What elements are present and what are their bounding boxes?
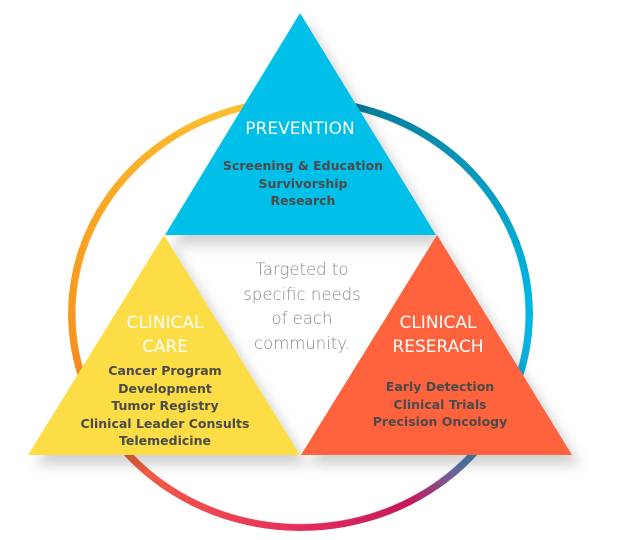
list-item: Tumor Registry (111, 398, 219, 413)
list-item: Early Detection (385, 379, 495, 394)
prevention-title: PREVENTION (245, 119, 355, 139)
center-text: Targeted to specific needs of each commu… (243, 258, 360, 356)
list-item: Clinical Trials (393, 396, 487, 412)
title-line: CARE (141, 337, 189, 357)
list-item: Clinical Leader Consults (80, 415, 250, 431)
clinical-care-title: CLINICAL CARE (126, 311, 203, 359)
center-line: Targeted to (255, 260, 349, 279)
prevention-triangle (165, 13, 436, 235)
title-line: CLINICAL (399, 313, 477, 333)
clinical-research-title: CLINICAL RESERACH (392, 311, 483, 359)
list-item: Telemedicine (119, 433, 211, 448)
center-line: specific needs (243, 284, 361, 304)
list-item: Screening & Education (222, 158, 384, 173)
title-line: RESERACH (392, 337, 484, 357)
list-item: Development (118, 380, 212, 396)
center-line: community. (254, 333, 350, 353)
list-item: Precision Oncology (372, 414, 508, 429)
clinical-care-triangle (28, 235, 300, 455)
list-item: Cancer Program (108, 363, 222, 378)
prevention-items: Screening & Education Survivorship Resea… (223, 157, 383, 210)
clinical-research-triangle (301, 235, 572, 455)
list-item: Survivorship (258, 175, 348, 191)
list-item: Research (270, 193, 336, 208)
clinical-research-items: Early Detection Clinical Trials Precisio… (373, 378, 508, 431)
clinical-care-items: Cancer Program Development Tumor Registr… (81, 362, 250, 450)
center-line: of each (271, 309, 333, 328)
title-line: CLINICAL (126, 313, 204, 333)
